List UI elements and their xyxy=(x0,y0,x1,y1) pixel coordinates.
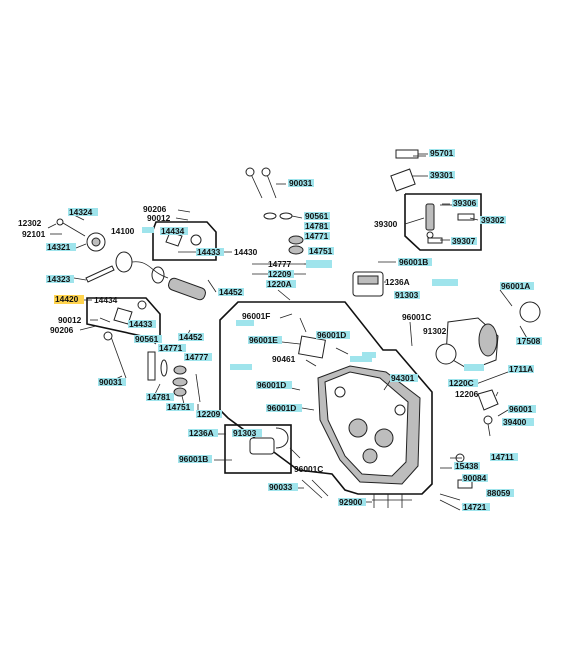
label-39300[interactable]: 39300 xyxy=(374,219,398,229)
label-1711a[interactable]: 1711A xyxy=(509,364,533,374)
label-12209-top[interactable]: 12209 xyxy=(268,269,292,279)
label-14721[interactable]: 14721 xyxy=(463,502,487,512)
label-90206-top[interactable]: 90206 xyxy=(143,204,167,214)
highlight-bars xyxy=(46,149,542,511)
label-96001c-bottom[interactable]: 96001C xyxy=(294,464,323,474)
label-14323[interactable]: 14323 xyxy=(47,274,71,284)
label-1220c[interactable]: 1220C xyxy=(449,378,474,388)
label-95701[interactable]: 95701 xyxy=(430,148,454,158)
label-96001a[interactable]: 96001A xyxy=(501,281,530,291)
label-39306[interactable]: 39306 xyxy=(453,198,477,208)
chain-guide-part[interactable] xyxy=(85,265,115,283)
label-14430[interactable]: 14430 xyxy=(234,247,258,257)
label-96001c-top[interactable]: 96001C xyxy=(402,312,431,322)
rocker-arm-group-frame-bottom xyxy=(86,297,161,341)
rocker-arm-group-frame-top xyxy=(152,221,217,261)
label-91302[interactable]: 91302 xyxy=(423,326,447,336)
label-14771-top[interactable]: 14771 xyxy=(305,231,329,241)
label-90461[interactable]: 90461 xyxy=(272,354,296,364)
fuel-injector-part[interactable] xyxy=(425,203,475,244)
label-90031-top[interactable]: 90031 xyxy=(289,178,313,188)
label-96001d-c[interactable]: 96001D xyxy=(317,330,346,340)
label-14771-bottom[interactable]: 14771 xyxy=(159,343,183,353)
label-39302[interactable]: 39302 xyxy=(481,215,505,225)
label-14751-bottom[interactable]: 14751 xyxy=(167,402,191,412)
label-14434-bottom[interactable]: 14434 xyxy=(94,295,118,305)
label-15438[interactable]: 15438 xyxy=(455,461,479,471)
camshaft-part[interactable] xyxy=(115,251,207,301)
label-39400[interactable]: 39400 xyxy=(503,417,527,427)
label-96001f[interactable]: 96001F xyxy=(242,311,270,321)
label-14420-selected[interactable]: 14420 xyxy=(55,294,79,304)
label-90084[interactable]: 90084 xyxy=(463,473,487,483)
label-90206-bottom[interactable]: 90206 xyxy=(50,325,74,335)
label-90561-top[interactable]: 90561 xyxy=(305,211,329,221)
injector-group-frame xyxy=(404,193,482,251)
label-90561-bottom[interactable]: 90561 xyxy=(135,334,159,344)
cylinder-head-group-frame xyxy=(219,301,433,495)
label-12206[interactable]: 12206 xyxy=(455,389,479,399)
label-14433-top[interactable]: 14433 xyxy=(197,247,221,257)
label-92900[interactable]: 92900 xyxy=(339,497,363,507)
injector-harness-part[interactable] xyxy=(390,149,426,192)
label-90012-top[interactable]: 90012 xyxy=(147,213,171,223)
lower-gasket-part[interactable] xyxy=(249,427,289,455)
label-96001-right[interactable]: 96001 xyxy=(509,404,533,414)
label-91303-top[interactable]: 91303 xyxy=(395,290,419,300)
label-1236a-top[interactable]: 1236A xyxy=(385,277,410,287)
label-90031-bottom[interactable]: 90031 xyxy=(99,377,123,387)
valve-bolt-top-part[interactable] xyxy=(245,167,306,275)
part-number-labels: 95701 39301 39306 39302 39300 39307 9600… xyxy=(18,148,541,512)
head-bolts-part[interactable] xyxy=(301,479,412,508)
label-14433-bottom[interactable]: 14433 xyxy=(129,319,153,329)
valve-spring-left-part[interactable] xyxy=(103,331,201,403)
label-14781-top[interactable]: 14781 xyxy=(305,221,329,231)
label-39301[interactable]: 39301 xyxy=(430,170,454,180)
label-14777-bottom[interactable]: 14777 xyxy=(185,352,209,362)
label-96001b-top[interactable]: 96001B xyxy=(399,257,428,267)
thermostat-part[interactable] xyxy=(477,389,499,437)
label-96001e[interactable]: 96001E xyxy=(249,335,278,345)
label-14100[interactable]: 14100 xyxy=(111,226,135,236)
label-91303-bottom[interactable]: 91303 xyxy=(233,428,257,438)
label-14751-top[interactable]: 14751 xyxy=(309,246,333,256)
cylinder-head-part[interactable] xyxy=(317,365,421,485)
label-90033[interactable]: 90033 xyxy=(269,482,293,492)
label-94301[interactable]: 94301 xyxy=(391,373,415,383)
label-90012-bottom[interactable]: 90012 xyxy=(58,315,82,325)
label-92101[interactable]: 92101 xyxy=(22,229,46,239)
label-14452-top[interactable]: 14452 xyxy=(219,287,243,297)
label-12302[interactable]: 12302 xyxy=(18,218,42,228)
label-96001b-bottom[interactable]: 96001B xyxy=(179,454,208,464)
label-12209-bottom[interactable]: 12209 xyxy=(197,409,221,419)
label-1220a[interactable]: 1220A xyxy=(267,279,292,289)
label-14777-top[interactable]: 14777 xyxy=(268,259,292,269)
label-14452-bottom[interactable]: 14452 xyxy=(179,332,203,342)
label-1236a-bottom[interactable]: 1236A xyxy=(189,428,214,438)
cover-gasket-part[interactable] xyxy=(352,271,384,297)
label-14321[interactable]: 14321 xyxy=(47,242,71,252)
label-96001d-b[interactable]: 96001D xyxy=(267,403,296,413)
label-96001d-a[interactable]: 96001D xyxy=(257,380,286,390)
label-14781-bottom[interactable]: 14781 xyxy=(147,392,171,402)
label-39307[interactable]: 39307 xyxy=(452,236,476,246)
cam-holder-part[interactable] xyxy=(298,317,349,359)
leader-lines xyxy=(47,153,529,509)
intake-manifold-part[interactable] xyxy=(435,301,541,371)
label-14434-top[interactable]: 14434 xyxy=(161,226,185,236)
label-17508[interactable]: 17508 xyxy=(517,336,541,346)
label-14324[interactable]: 14324 xyxy=(69,207,93,217)
label-14711[interactable]: 14711 xyxy=(491,452,514,462)
label-88059[interactable]: 88059 xyxy=(487,488,511,498)
cam-sprocket-part[interactable] xyxy=(56,218,106,252)
